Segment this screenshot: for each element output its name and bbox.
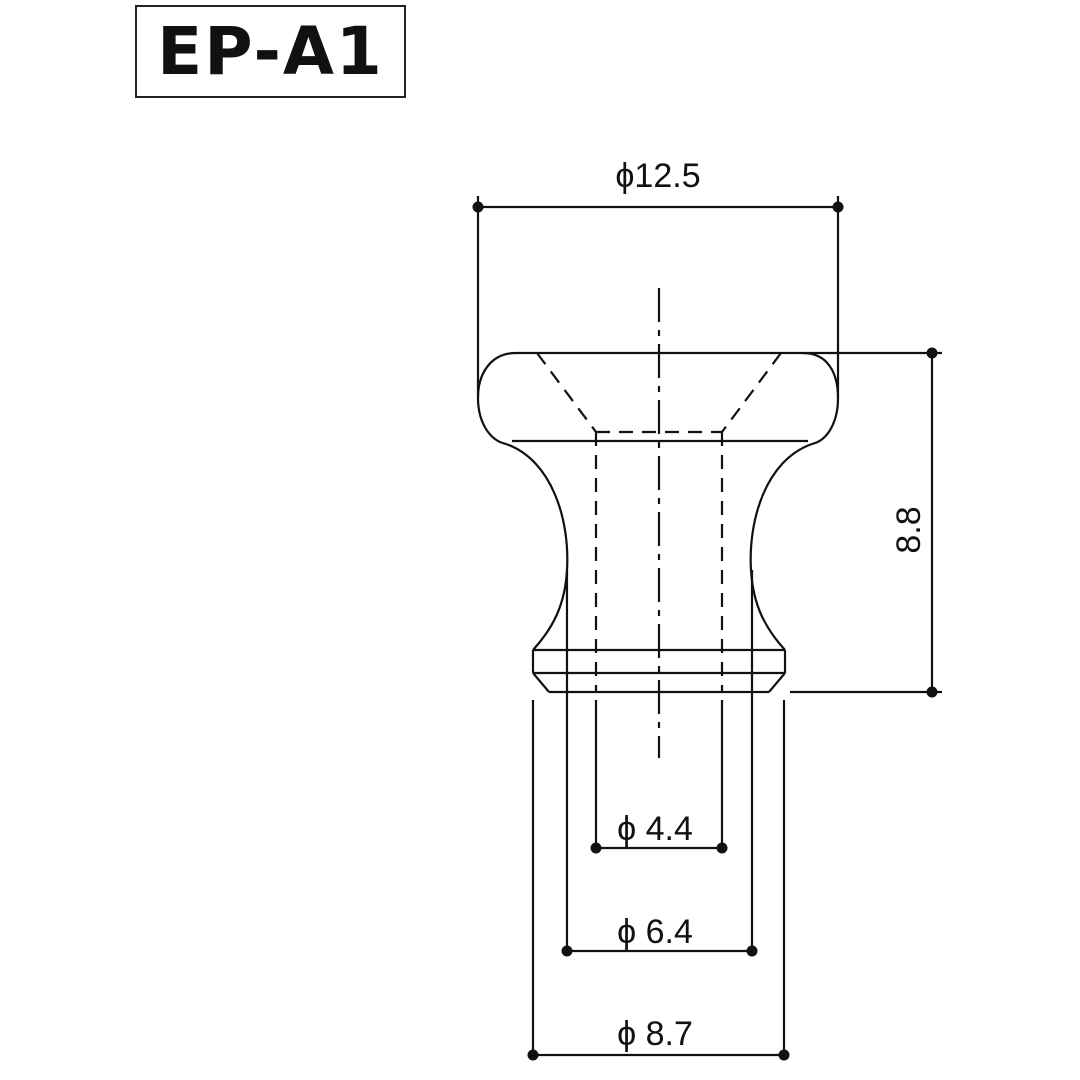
- dimension-base-diameter: [527, 700, 790, 1061]
- bore-diameter-label: ϕ 4.4: [617, 810, 693, 848]
- top-diameter-label: ϕ12.5: [615, 157, 700, 195]
- dimension-dot-icon: [590, 842, 602, 854]
- dimension-dot-icon: [926, 686, 938, 698]
- dimension-dot-icon: [746, 945, 758, 957]
- dimension-height: [790, 347, 942, 698]
- dimension-waist-diameter: [561, 570, 758, 957]
- hidden-lines: [536, 352, 782, 692]
- dimension-dot-icon: [716, 842, 728, 854]
- height-label: 8.8: [890, 506, 928, 553]
- waist-diameter-label: ϕ 6.4: [617, 913, 693, 951]
- dimension-dot-icon: [778, 1049, 790, 1061]
- model-title-box: EP-A1: [135, 5, 406, 98]
- dimension-dot-icon: [561, 945, 573, 957]
- dimension-dot-icon: [926, 347, 938, 359]
- dimension-dot-icon: [472, 201, 484, 213]
- base-diameter-label: ϕ 8.7: [617, 1015, 693, 1053]
- dimension-dot-icon: [832, 201, 844, 213]
- dimension-dot-icon: [527, 1049, 539, 1061]
- dimension-top-diameter: [472, 196, 844, 398]
- model-title: EP-A1: [157, 12, 384, 90]
- dimension-bore-diameter: [590, 700, 728, 854]
